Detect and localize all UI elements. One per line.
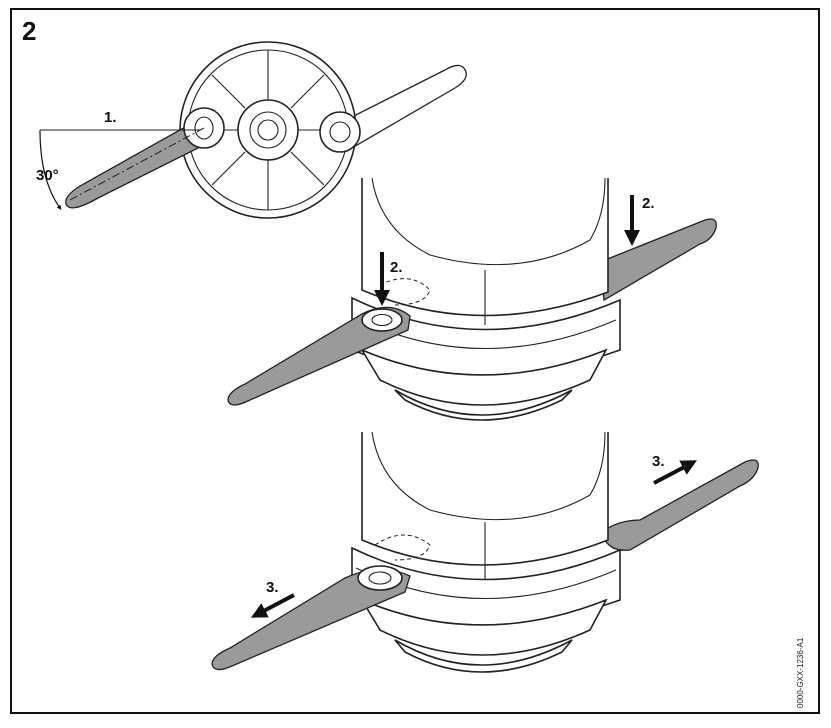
- middle-left-blade: [227, 306, 411, 406]
- angle-arc-arrow: [39, 129, 62, 210]
- top-right-mount: [319, 111, 361, 153]
- middle-view: 2. 2.: [227, 177, 717, 421]
- step-label-1: 1.: [104, 109, 117, 126]
- bottom-arrow-left: [250, 593, 295, 618]
- middle-right-blade: [599, 218, 717, 302]
- top-right-blade: [329, 64, 467, 153]
- middle-base: [394, 389, 573, 421]
- step-label-3-right: 3.: [652, 453, 665, 470]
- middle-housing-curve: [371, 177, 606, 266]
- document-code: 0000-GXX-1236-A1: [796, 637, 805, 708]
- middle-hidden-contour: [379, 278, 431, 306]
- bottom-base: [394, 639, 573, 673]
- middle-left-mount: [361, 308, 403, 332]
- bottom-right-blade: [604, 459, 759, 551]
- top-left-screw: [194, 116, 214, 140]
- step-label-2-left: 2.: [390, 259, 403, 276]
- bottom-housing-curve: [371, 431, 606, 521]
- angle-label: 30°: [36, 167, 59, 184]
- blade-axis-line: [69, 127, 205, 201]
- step-label-3-left: 3.: [266, 579, 279, 596]
- bottom-arrow-right: [653, 460, 698, 485]
- bottom-left-mount: [357, 565, 403, 591]
- middle-skirt: [360, 348, 608, 406]
- bottom-left-screw: [368, 571, 392, 585]
- hub-center: [257, 119, 279, 141]
- figure-number: 2: [22, 16, 36, 46]
- hub-ring: [249, 111, 287, 149]
- disc-hub: [237, 99, 299, 161]
- top-view: 1. 30°: [36, 41, 467, 219]
- middle-left-screw: [371, 313, 393, 327]
- bottom-housing-upper: [361, 432, 609, 566]
- bottom-skirt: [360, 598, 608, 656]
- bottom-view: 3. 3.: [211, 431, 759, 673]
- step-label-2-right: 2.: [642, 195, 655, 212]
- top-right-screw: [329, 121, 351, 143]
- bottom-hidden-contour: [374, 534, 431, 561]
